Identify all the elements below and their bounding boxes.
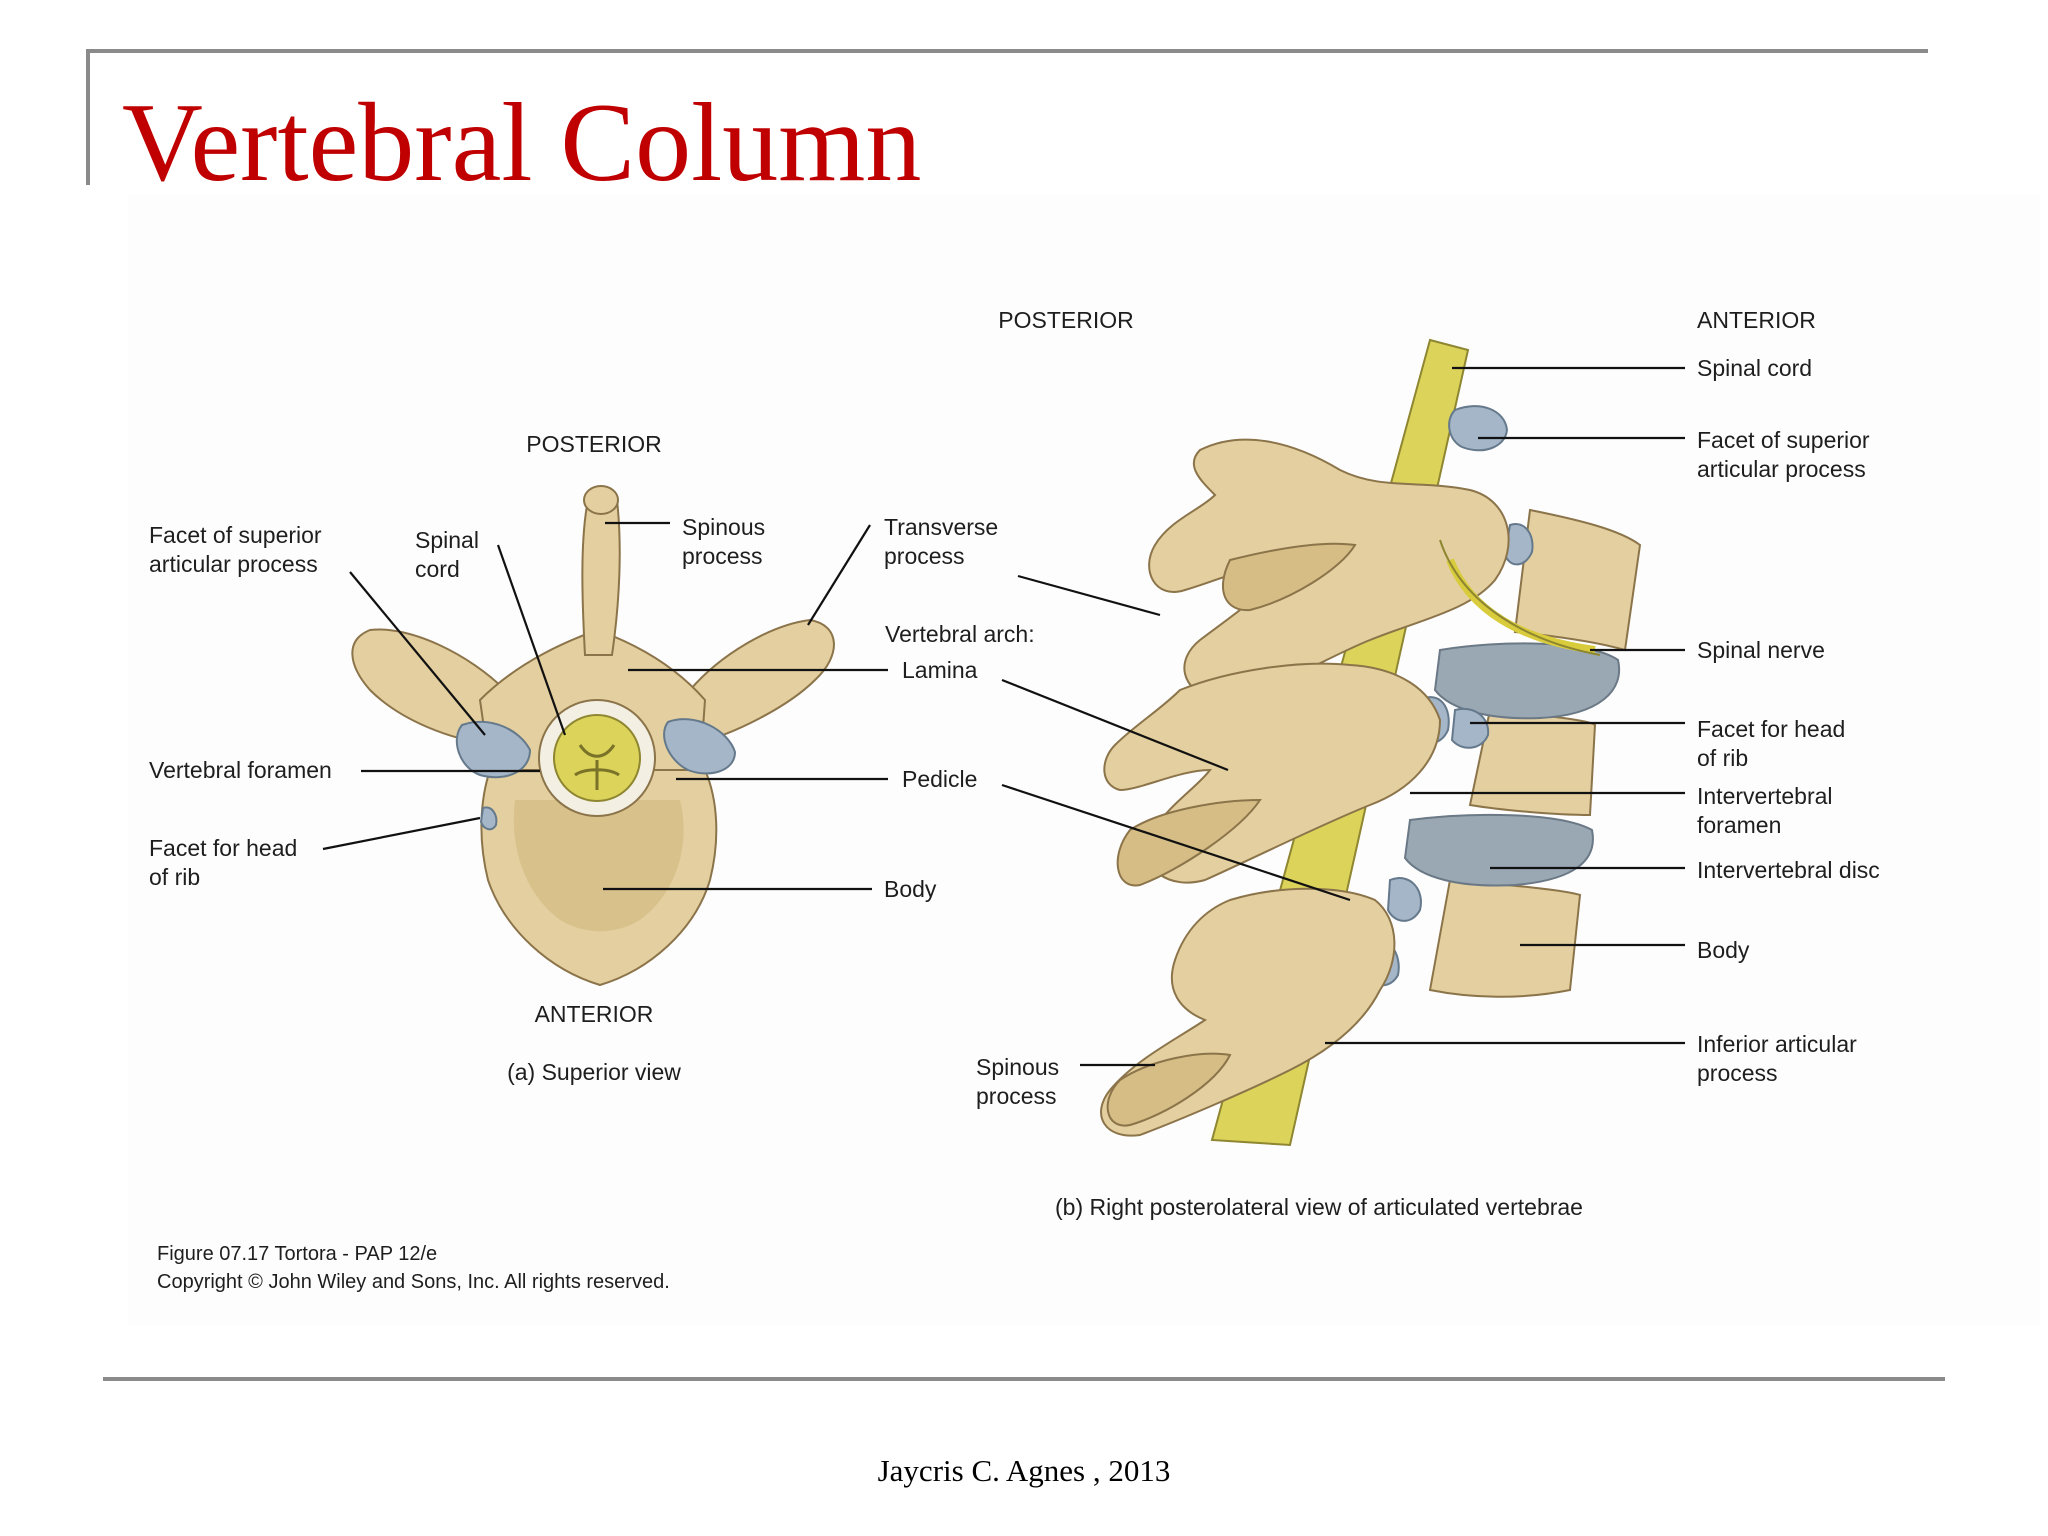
spinous-process-tip (583, 485, 619, 515)
label-facet-superior-b-2: articular process (1697, 456, 1866, 482)
label-spinous-b-2: process (976, 1083, 1057, 1109)
label-facet-superior-a-2: articular process (149, 551, 318, 577)
label-spinal-cord-a-1: Spinal (415, 527, 479, 553)
facet-mid-1 (1503, 523, 1534, 566)
vertebral-body-lower (1428, 878, 1582, 998)
caption-a: (a) Superior view (507, 1059, 681, 1085)
frame-left-rule (86, 49, 90, 185)
right-superior-facet (663, 718, 737, 775)
label-pedicle: Pedicle (902, 766, 977, 792)
posterolateral-view-labels: POSTERIOR ANTERIOR Spinal cord Facet of … (976, 307, 1880, 1220)
frame-top-rule (86, 49, 1928, 53)
spinous-process-lower (1106, 1052, 1232, 1127)
label-lamina: Lamina (902, 657, 978, 683)
spinal-cord-cross-section (553, 714, 641, 802)
label-anterior-b: ANTERIOR (1697, 307, 1816, 333)
facet-superior-b (1448, 405, 1509, 452)
spinous-process-upper (1221, 542, 1357, 612)
spinal-nerve-outline (1439, 539, 1601, 656)
label-body-b: Body (1697, 937, 1750, 963)
label-transverse-1: Transverse (884, 514, 998, 540)
label-transverse-2: process (884, 543, 965, 569)
label-iv-foramen-2: foramen (1697, 812, 1781, 838)
label-spinal-cord-b: Spinal cord (1697, 355, 1812, 381)
label-inferior-1: Inferior articular (1697, 1031, 1857, 1057)
leader-lamina-b (1001, 678, 1229, 772)
label-spinous-b-1: Spinous (976, 1054, 1059, 1080)
frame-bottom-rule (103, 1377, 1945, 1381)
slide-title: Vertebral Column (122, 81, 922, 205)
label-facet-rib-b-1: Facet for head (1697, 716, 1845, 742)
superior-view-illustration (351, 485, 835, 987)
label-spinal-cord-a-2: cord (415, 556, 460, 582)
leader-spinal-cord-a (496, 544, 567, 736)
posterolateral-view-illustration (1100, 338, 1642, 1147)
vertebral-body-upper (1513, 508, 1642, 652)
credit-line-1: Figure 07.17 Tortora - PAP 12/e (157, 1243, 437, 1265)
leader-transverse-b (1017, 574, 1161, 617)
facet-for-head-of-rib-b (1450, 707, 1490, 749)
right-transverse-process (689, 618, 835, 747)
facet-for-head-of-rib-a (479, 806, 498, 831)
label-facet-rib-a-2: of rib (149, 864, 200, 890)
spinous-process-middle (1116, 798, 1262, 887)
label-spinous-a-1: Spinous (682, 514, 765, 540)
credit-line-2: Copyright © John Wiley and Sons, Inc. Al… (157, 1271, 670, 1293)
slide-footer: Jaycris C. Agnes , 2013 (877, 1453, 1171, 1488)
caption-b: (b) Right posterolateral view of articul… (1055, 1194, 1583, 1220)
label-spinous-a-2: process (682, 543, 763, 569)
label-anterior-a: ANTERIOR (535, 1001, 654, 1027)
leader-transverse-a (807, 524, 871, 626)
label-body-a: Body (884, 876, 937, 902)
label-iv-foramen-1: Intervertebral (1697, 783, 1833, 809)
label-inferior-2: process (1697, 1060, 1778, 1086)
figure-panel (128, 195, 2040, 1325)
vertebral-body-middle (1468, 708, 1597, 817)
label-spinal-nerve: Spinal nerve (1697, 637, 1825, 663)
label-facet-superior-a-1: Facet of superior (149, 522, 322, 548)
label-iv-disc: Intervertebral disc (1697, 857, 1880, 883)
posterolateral-view-leaders (1001, 366, 1685, 1067)
intervertebral-disc-upper (1433, 642, 1621, 720)
label-facet-superior-b-1: Facet of superior (1697, 427, 1870, 453)
label-facet-rib-b-2: of rib (1697, 745, 1748, 771)
left-transverse-process (351, 628, 507, 747)
grey-matter (574, 744, 620, 790)
leader-facet-rib-a (322, 816, 481, 851)
label-posterior-a: POSTERIOR (526, 431, 661, 457)
intervertebral-disc-lower (1403, 813, 1594, 887)
superior-view-labels: POSTERIOR Facet of superior articular pr… (149, 431, 1035, 1085)
label-facet-rib-a-1: Facet for head (149, 835, 297, 861)
label-vertebral-foramen: Vertebral foramen (149, 757, 332, 783)
superior-view-leaders (322, 521, 888, 891)
label-vertebral-arch: Vertebral arch: (885, 621, 1035, 647)
leader-facet-superior-a (349, 571, 486, 736)
label-posterior-b: POSTERIOR (998, 307, 1133, 333)
figure-credit: Figure 07.17 Tortora - PAP 12/e Copyrigh… (157, 1243, 670, 1293)
facet-low-1 (1386, 877, 1422, 922)
leader-pedicle-b (1001, 783, 1351, 902)
body-surface-shading (513, 800, 684, 932)
